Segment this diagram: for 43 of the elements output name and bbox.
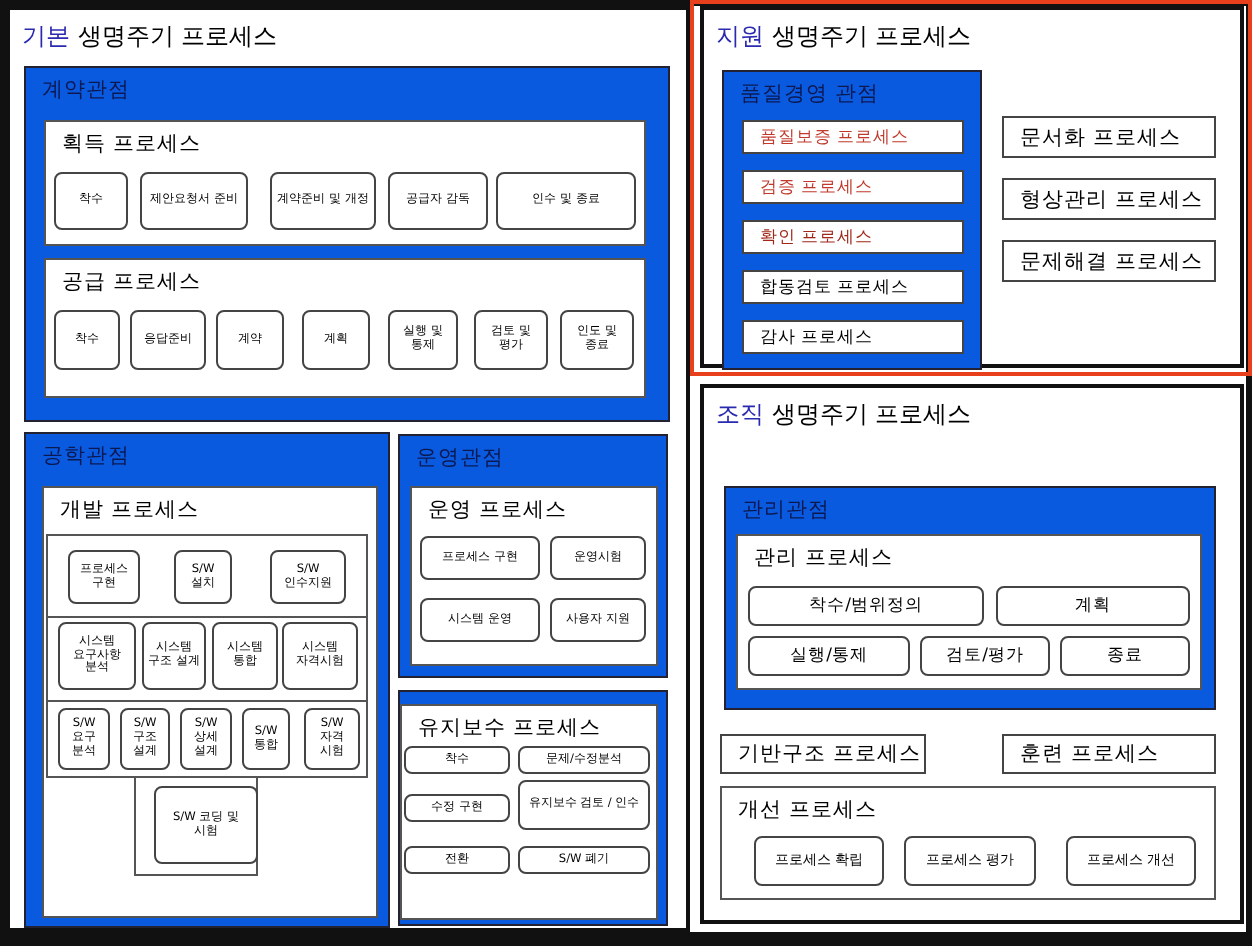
- perspective-panel: [722, 70, 982, 370]
- activity-box: 실행/통제: [748, 636, 910, 676]
- process-box: [42, 486, 378, 918]
- panel-heading: 품질경영 관점: [740, 80, 879, 108]
- perspective-panel: [24, 66, 670, 422]
- process-box: 기반구조 프로세스: [720, 734, 926, 774]
- process-heading: 공급 프로세스: [62, 268, 201, 296]
- process-box: 문서화 프로세스: [1002, 116, 1216, 158]
- activity-box: 종료: [1060, 636, 1190, 676]
- process-heading: 운영 프로세스: [428, 496, 567, 524]
- perspective-panel: [24, 432, 390, 928]
- panel-heading: 관리관점: [742, 496, 830, 524]
- section-title: 기본 생명주기 프로세스: [22, 20, 278, 54]
- panel-heading: 운영관점: [416, 444, 504, 472]
- process-box: 문제해결 프로세스: [1002, 240, 1216, 282]
- process-box: 확인 프로세스: [742, 220, 964, 254]
- process-box: 품질보증 프로세스: [742, 120, 964, 154]
- section-title: 조직 생명주기 프로세스: [716, 398, 972, 432]
- process-heading: 획득 프로세스: [62, 130, 201, 158]
- activity-box: 착수/범위정의: [748, 586, 984, 626]
- process-box: 감사 프로세스: [742, 320, 964, 354]
- process-box: [720, 786, 1216, 900]
- process-heading: 유지보수 프로세스: [418, 714, 601, 742]
- process-box: [44, 120, 646, 246]
- process-box: 검증 프로세스: [742, 170, 964, 204]
- process-heading: 개발 프로세스: [60, 496, 199, 524]
- section-title: 지원 생명주기 프로세스: [716, 20, 972, 54]
- activity-box: 검토/평가: [920, 636, 1050, 676]
- section-box: [6, 6, 690, 932]
- process-heading: 관리 프로세스: [754, 544, 893, 572]
- process-box: 합동검토 프로세스: [742, 270, 964, 304]
- process-box: [736, 534, 1202, 690]
- process-box: 훈련 프로세스: [1002, 734, 1216, 774]
- process-box: [410, 486, 658, 666]
- activity-box: 계획: [996, 586, 1190, 626]
- process-box: [44, 258, 646, 398]
- section-box: [700, 384, 1244, 924]
- process-box: 형상관리 프로세스: [1002, 178, 1216, 220]
- perspective-panel: [724, 486, 1216, 710]
- perspective-panel: [398, 434, 668, 678]
- panel-heading: 공학관점: [42, 442, 130, 470]
- panel-heading: 계약관점: [42, 76, 130, 104]
- process-heading: 개선 프로세스: [738, 796, 877, 824]
